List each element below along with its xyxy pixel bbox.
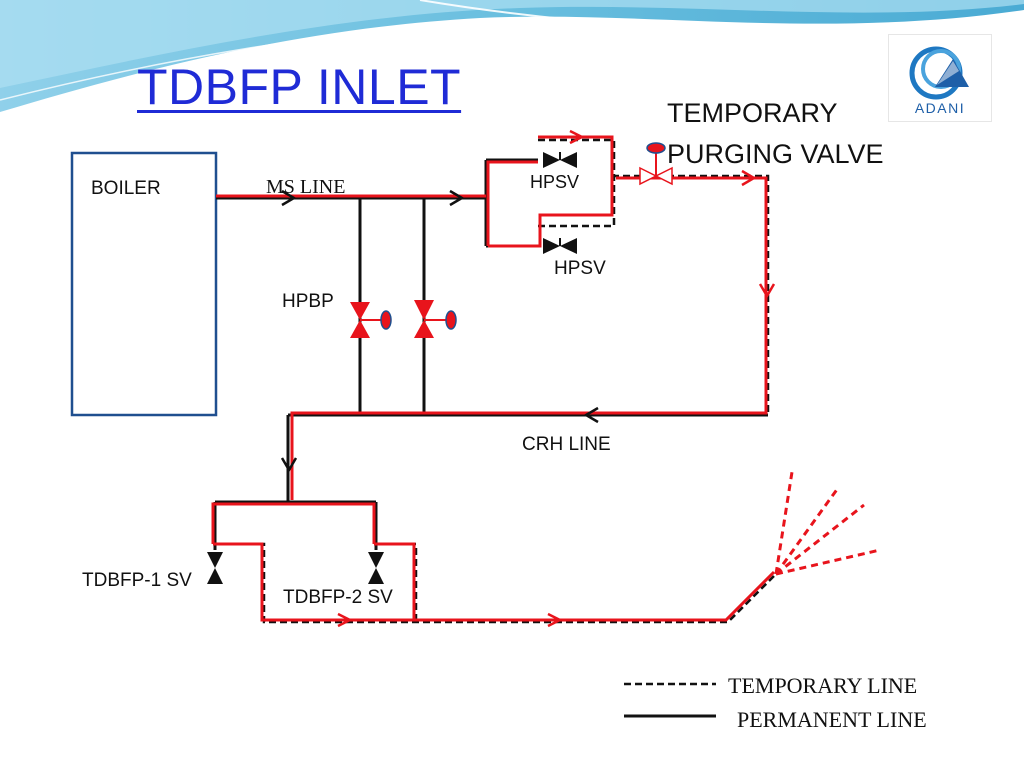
boiler-label: BOILER: [91, 178, 161, 199]
tdbfp2-label: TDBFP-2 SV: [283, 587, 393, 608]
boiler-box: [70, 151, 218, 417]
temporary-valve-label-line2: PURGING VALVE: [667, 139, 884, 169]
legend-temporary-label: TEMPORARY LINE: [728, 673, 918, 698]
hpsv-bottom-label: HPSV: [554, 258, 606, 279]
hpbp-label: HPBP: [282, 291, 334, 312]
temporary-dashed-lines: [215, 138, 777, 624]
vent-spray: [774, 471, 881, 576]
header-wave: [0, 0, 1024, 112]
hpsv-top-label: HPSV: [530, 172, 580, 192]
flow-arrows: [280, 129, 776, 628]
temporary-purging-valve: [639, 142, 673, 186]
crh-line-label: CRH LINE: [522, 434, 611, 455]
tdbfp1-valve: [207, 552, 223, 584]
hpsv-valve-bottom: [543, 238, 577, 254]
tdbfp1-label: TDBFP-1 SV: [82, 570, 192, 591]
tdbfp2-valve: [368, 552, 384, 584]
flow-red-lines: [211, 135, 776, 622]
adani-logo: ADANI: [888, 34, 992, 122]
hpbp-valve-2: [414, 300, 457, 338]
legend-permanent-label: PERMANENT LINE: [737, 707, 927, 732]
hpbp-valve-1: [350, 302, 392, 338]
hpsv-valve-top: [543, 152, 577, 168]
permanent-black-lines: [213, 158, 768, 550]
temporary-valve-label-line1: TEMPORARY: [667, 98, 838, 128]
adani-logo-mark: ADANI: [909, 46, 969, 116]
logo-text: ADANI: [915, 100, 965, 116]
page-title: TDBFP INLET: [137, 59, 462, 115]
ms-line-label: MS LINE: [266, 176, 346, 194]
